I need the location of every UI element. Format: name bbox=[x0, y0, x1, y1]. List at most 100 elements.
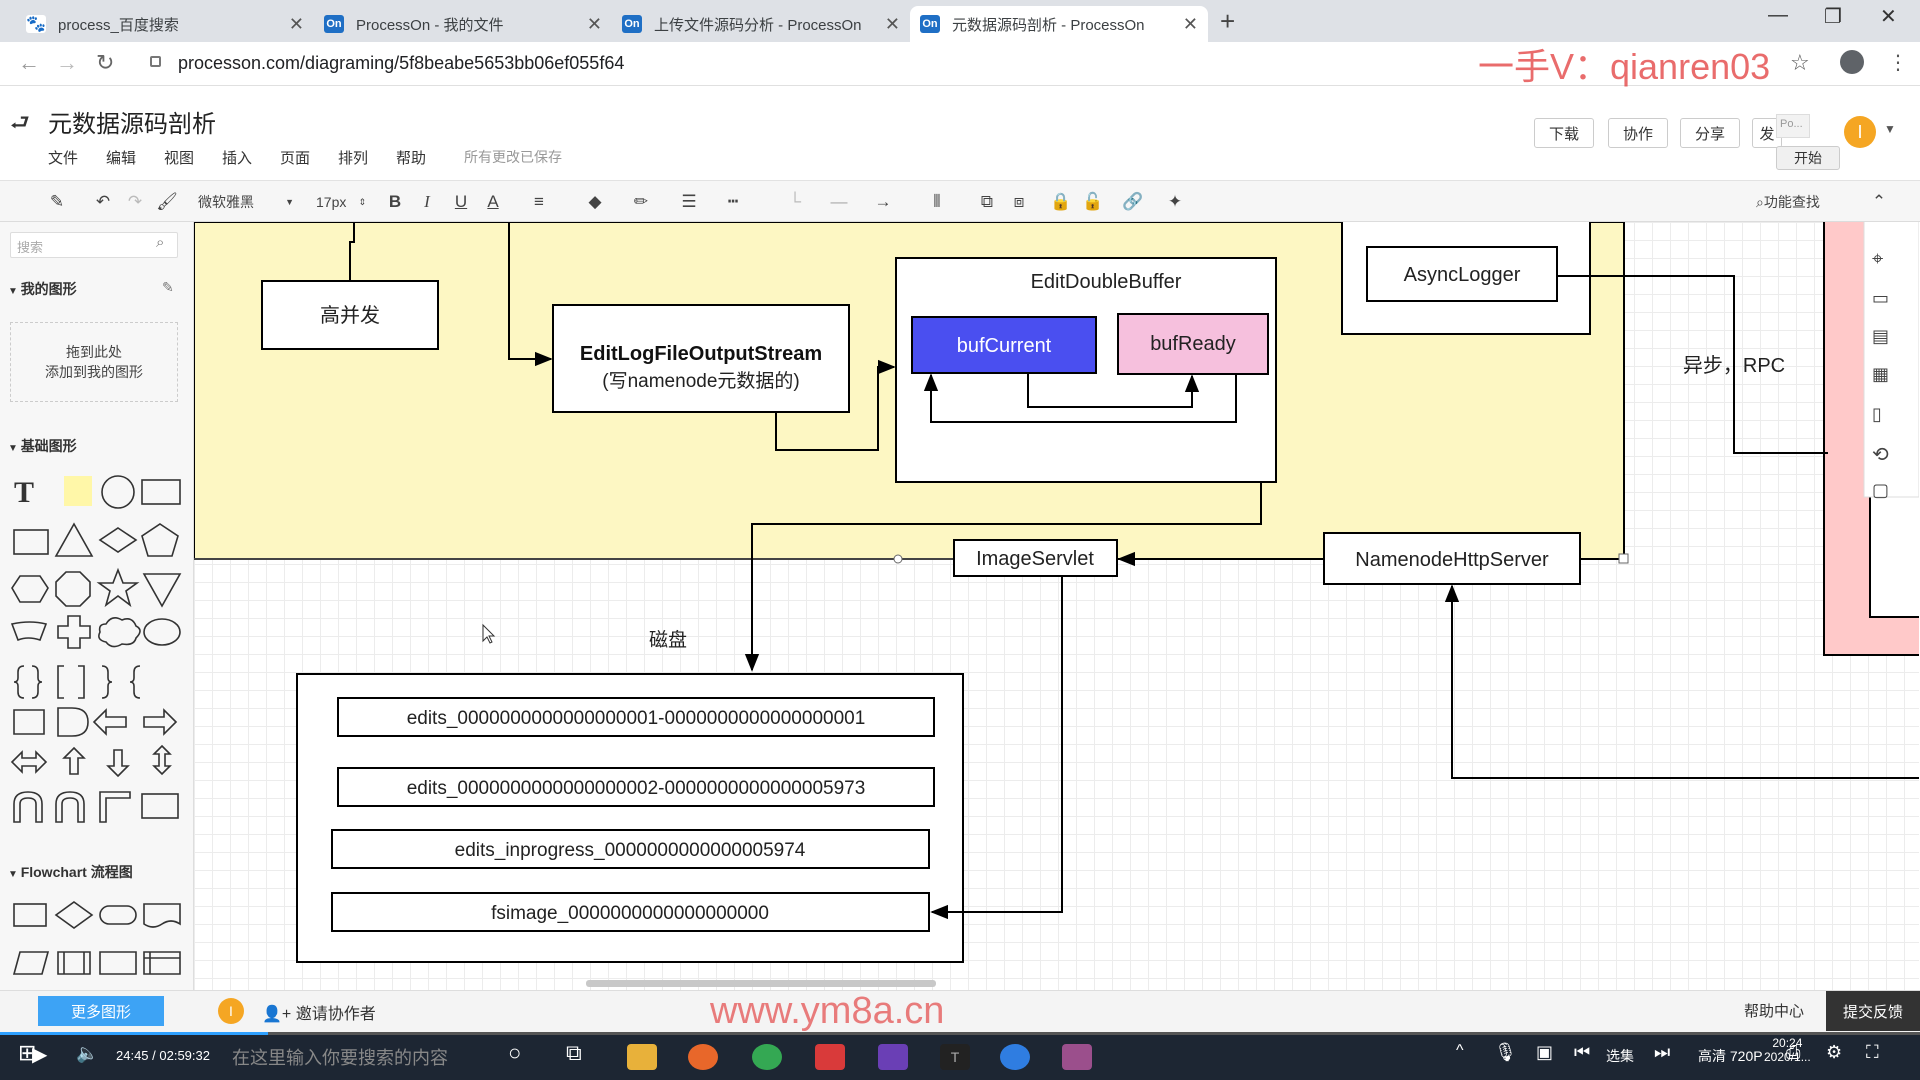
shape-search-input[interactable]: 搜索 bbox=[10, 232, 178, 258]
close-icon[interactable]: ✕ bbox=[288, 13, 304, 34]
line-icon[interactable]: — bbox=[830, 192, 848, 211]
close-icon[interactable]: ✕ bbox=[884, 13, 900, 34]
navigate-icon[interactable]: ⌖ bbox=[1872, 248, 1884, 270]
outline-icon[interactable]: ▦ bbox=[1872, 364, 1890, 384]
browser-tab[interactable]: On ProcessOn - 我的文件 ✕ bbox=[314, 6, 612, 42]
distribute-icon[interactable]: ⫴ bbox=[933, 192, 941, 211]
font-size-select[interactable]: 17px⇕ bbox=[316, 190, 366, 214]
diagram-canvas[interactable]: 高并发 EditLogFileOutputStream (写namenode元数… bbox=[194, 222, 1919, 990]
microphone-icon[interactable]: 🎙 bbox=[1494, 1042, 1517, 1062]
my-shapes-dropzone[interactable]: 拖到此处 添加到我的图形 bbox=[10, 322, 178, 402]
feedback-button[interactable]: 提交反馈 bbox=[1826, 991, 1920, 1031]
close-icon[interactable]: ✕ bbox=[1182, 13, 1198, 34]
line-color-icon[interactable]: ✏ bbox=[633, 192, 649, 211]
chrome-icon[interactable] bbox=[752, 1044, 782, 1070]
magic-wand-icon[interactable]: ✦ bbox=[1167, 192, 1183, 211]
maximize-icon[interactable]: ❐ bbox=[1824, 6, 1842, 28]
intellij-icon[interactable] bbox=[878, 1044, 908, 1070]
file-explorer-icon[interactable] bbox=[627, 1044, 657, 1070]
menu-page[interactable]: 页面 bbox=[280, 150, 311, 167]
prev-icon[interactable]: ⏮ bbox=[1574, 1042, 1591, 1062]
screenshot-icon[interactable]: ⎙ bbox=[1786, 1042, 1801, 1062]
menu-arrange[interactable]: 排列 bbox=[338, 150, 369, 167]
chevron-down-icon[interactable]: ▼ bbox=[1884, 122, 1896, 136]
settings-gear-icon[interactable]: ⚙ bbox=[1826, 1042, 1843, 1062]
task-view-icon[interactable]: ⧉ bbox=[566, 1040, 582, 1065]
font-family-select[interactable]: 微软雅黑▼ bbox=[198, 190, 294, 214]
episode-select[interactable]: 选集 bbox=[1606, 1048, 1634, 1064]
menu-view[interactable]: 视图 bbox=[164, 150, 195, 167]
browser-tab-active[interactable]: On 元数据源码剖析 - ProcessOn ✕ bbox=[910, 6, 1208, 42]
tray-chevron-up-icon[interactable]: ^ bbox=[1456, 1042, 1464, 1059]
send-back-icon[interactable]: ⧈ bbox=[1013, 192, 1025, 211]
section-flowchart[interactable]: ▼ Flowchart 流程图 bbox=[8, 862, 133, 882]
url-field[interactable]: processon.com/diagraming/5f8beabe5653bb0… bbox=[178, 53, 625, 73]
menu-edit[interactable]: 编辑 bbox=[106, 150, 137, 167]
browser-app-icon[interactable] bbox=[1000, 1044, 1030, 1070]
resize-handle[interactable] bbox=[1618, 553, 1629, 564]
lock-icon[interactable]: 🔒 bbox=[1050, 192, 1072, 211]
firefox-icon[interactable] bbox=[688, 1044, 718, 1070]
namenode-http-server-box[interactable] bbox=[1323, 532, 1581, 585]
edit-icon[interactable]: ✎ bbox=[162, 279, 174, 295]
bring-front-icon[interactable]: ⧉ bbox=[980, 192, 994, 211]
undo-icon[interactable]: ↶ bbox=[95, 192, 111, 211]
next-icon[interactable]: ⏭ bbox=[1654, 1042, 1671, 1062]
download-button[interactable]: 下载 bbox=[1534, 118, 1594, 148]
back-arrow-icon[interactable]: ⮐ bbox=[10, 110, 30, 135]
volume-icon[interactable]: 🔈 bbox=[76, 1043, 99, 1063]
edits-file-1[interactable] bbox=[337, 697, 935, 737]
browser-tab[interactable]: 🐾 process_百度搜索 ✕ bbox=[16, 6, 314, 42]
fill-color-icon[interactable]: ◆ bbox=[588, 192, 602, 211]
network-icon[interactable]: ▣ bbox=[1536, 1042, 1554, 1062]
collapse-up-icon[interactable]: ⌃ bbox=[1871, 192, 1887, 211]
horizontal-scrollbar[interactable] bbox=[586, 980, 936, 987]
line-style-icon[interactable]: ┅ bbox=[727, 192, 739, 211]
connection-handle[interactable] bbox=[893, 554, 903, 564]
align-icon[interactable]: ≡ bbox=[534, 192, 544, 211]
buf-current-box[interactable] bbox=[911, 316, 1097, 374]
diagram-svg[interactable]: 高并发 EditLogFileOutputStream (写namenode元数… bbox=[194, 222, 1919, 990]
lock-icon[interactable] bbox=[150, 56, 161, 67]
browser-tab[interactable]: On 上传文件源码分析 - ProcessOn ✕ bbox=[612, 6, 910, 42]
edits-file-2[interactable] bbox=[337, 767, 935, 807]
feature-search[interactable]: ⌕功能查找 bbox=[1756, 192, 1820, 212]
unlock-icon[interactable]: 🔓 bbox=[1082, 192, 1104, 211]
bold-button[interactable]: B bbox=[388, 192, 402, 211]
play-icon[interactable]: ▶ bbox=[32, 1044, 48, 1066]
close-icon[interactable]: ✕ bbox=[586, 13, 602, 34]
search-icon[interactable]: ⌕ bbox=[156, 234, 165, 251]
minimize-icon[interactable]: — bbox=[1768, 4, 1788, 26]
typora-icon[interactable]: T bbox=[940, 1044, 970, 1070]
flowchart-shapes-svg[interactable] bbox=[10, 898, 186, 988]
editlog-stream-box[interactable] bbox=[552, 304, 850, 413]
image-servlet-box[interactable] bbox=[953, 539, 1118, 577]
section-my-shapes[interactable]: ▼ 我的图形 bbox=[8, 279, 77, 299]
image-icon[interactable]: ▭ bbox=[1872, 288, 1890, 308]
basic-shapes-svg[interactable]: T bbox=[10, 472, 186, 832]
start-button[interactable]: 开始 bbox=[1776, 146, 1840, 170]
invite-collaborator[interactable]: 👤+ 邀请协作者 bbox=[262, 1000, 376, 1024]
windows-start-icon[interactable]: ⊞ bbox=[18, 1040, 37, 1065]
document-icon[interactable]: ▯ bbox=[1872, 404, 1882, 424]
avatar[interactable]: I bbox=[1844, 116, 1876, 148]
back-icon[interactable]: ← bbox=[18, 50, 40, 75]
section-basic-shapes[interactable]: ▼ 基础图形 bbox=[8, 436, 77, 456]
buf-ready-box[interactable] bbox=[1117, 313, 1269, 375]
format-painter-icon[interactable]: 🖌 bbox=[156, 192, 178, 211]
quality-select[interactable]: 高清 720P bbox=[1698, 1048, 1763, 1064]
bookmark-star-icon[interactable]: ☆ bbox=[1790, 50, 1810, 75]
more-menu-icon[interactable]: ⋮ bbox=[1888, 52, 1908, 74]
edits-inprogress-file[interactable] bbox=[331, 829, 930, 869]
italic-button[interactable]: I bbox=[424, 192, 430, 211]
window-close-icon[interactable]: ✕ bbox=[1880, 6, 1897, 28]
reload-icon[interactable]: ↻ bbox=[96, 50, 115, 75]
help-center-link[interactable]: 帮助中心 bbox=[1744, 1003, 1805, 1020]
new-tab-icon[interactable]: + bbox=[1220, 6, 1236, 36]
fsimage-file[interactable] bbox=[331, 892, 930, 932]
collaborate-button[interactable]: 协作 bbox=[1608, 118, 1668, 148]
progress-track[interactable] bbox=[0, 1032, 1920, 1035]
arrow-icon[interactable]: → bbox=[874, 192, 892, 211]
line-width-icon[interactable]: ☰ bbox=[681, 192, 697, 211]
link-icon[interactable]: 🔗 bbox=[1122, 192, 1144, 211]
